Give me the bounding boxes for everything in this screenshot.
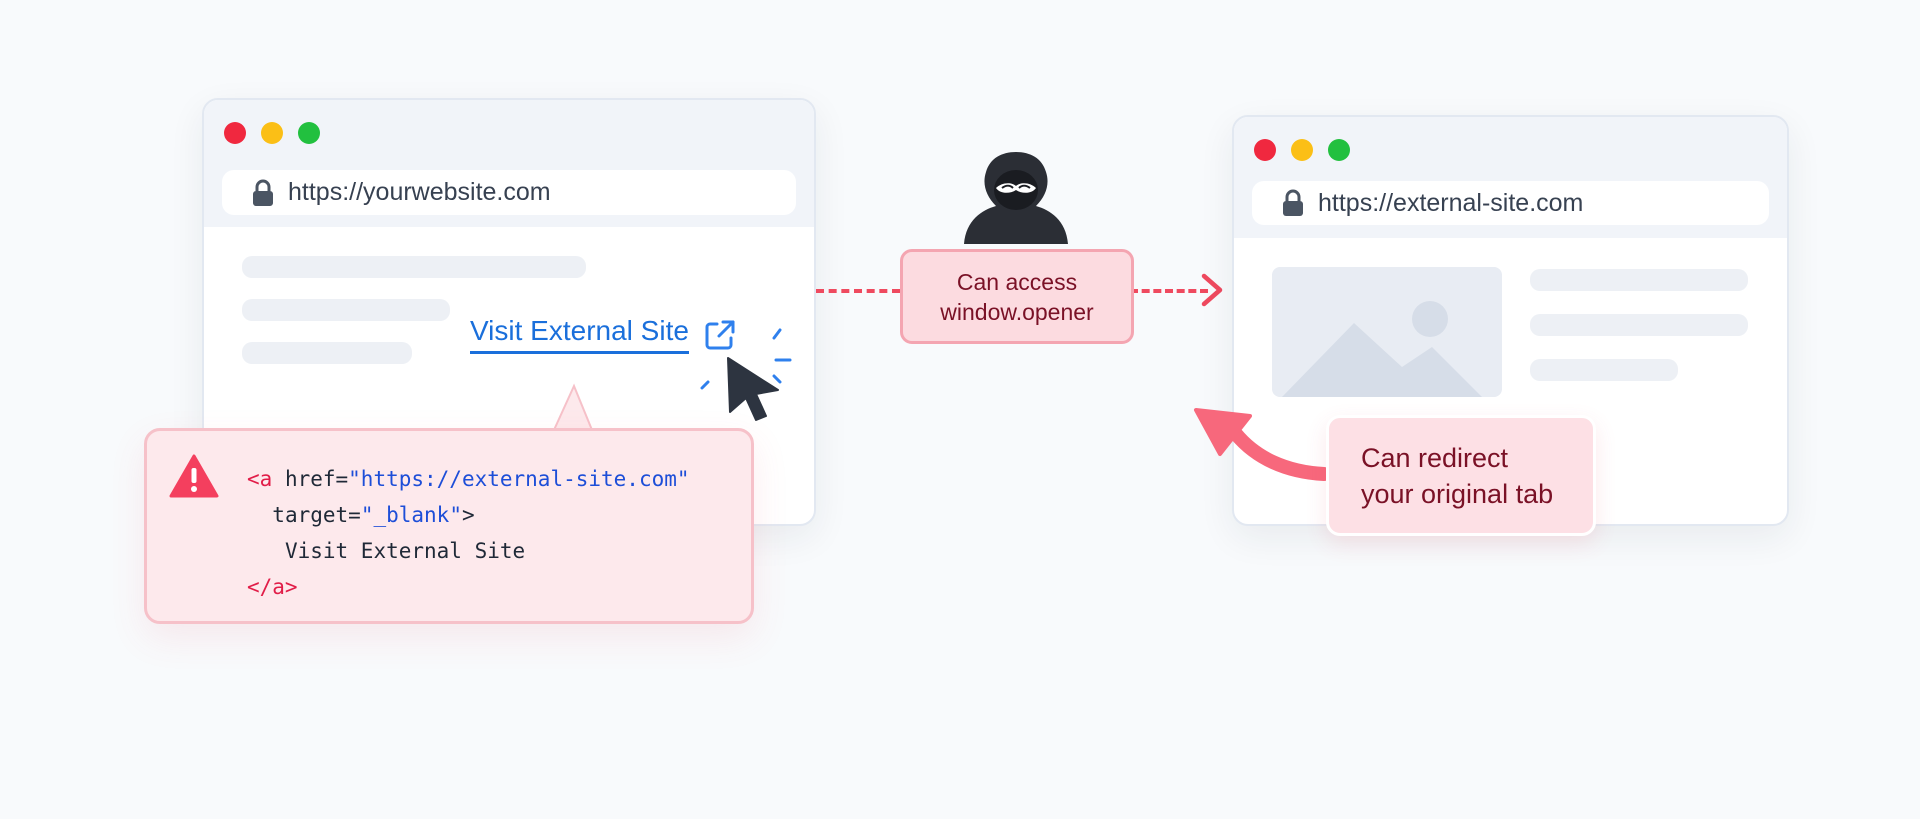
external-url: https://external-site.com	[1318, 188, 1584, 217]
lock-icon	[1283, 189, 1303, 216]
image-placeholder-icon	[1282, 301, 1482, 397]
code-target-value: "_blank"	[360, 503, 462, 527]
origin-url: https://yourwebsite.com	[288, 178, 551, 206]
visit-external-site-link[interactable]: Visit External Site	[470, 313, 737, 357]
visit-external-site-link-text[interactable]: Visit External Site	[470, 316, 689, 354]
minimize-dot[interactable]	[261, 122, 283, 144]
lock-icon	[253, 179, 273, 206]
window-opener-label: Can access window.opener	[900, 249, 1134, 344]
window-opener-label-line2: window.opener	[940, 298, 1094, 325]
redirect-label-line1: Can redirect	[1361, 442, 1509, 473]
origin-address-bar[interactable]: https://yourwebsite.com	[222, 170, 796, 215]
redirect-label-line2: your original tab	[1361, 478, 1554, 509]
close-dot[interactable]	[224, 122, 246, 144]
content-placeholder-line	[1530, 314, 1748, 336]
warning-icon	[169, 454, 219, 498]
origin-browser-titlebar: https://yourwebsite.com	[204, 100, 814, 227]
origin-browser-window: https://yourwebsite.com	[202, 98, 816, 526]
content-placeholder-line	[1530, 359, 1678, 381]
code-close-tag: </a>	[247, 575, 298, 599]
code-href-attr: href=	[272, 467, 349, 491]
content-placeholder-line	[1530, 269, 1748, 291]
redirect-arrow-icon	[1194, 408, 1331, 481]
code-snippet-callout: <a href="https://external-site.com" targ…	[144, 428, 754, 624]
flow-line-left	[816, 289, 900, 293]
hacker-icon	[964, 152, 1068, 244]
close-dot[interactable]	[1254, 139, 1276, 161]
code-target-close: >	[461, 503, 475, 527]
redirect-label: Can redirect your original tab	[1326, 415, 1596, 536]
window-opener-label-line1: Can access	[956, 268, 1078, 295]
code-target-attr: target=	[272, 503, 361, 527]
code-snippet: <a href="https://external-site.com" targ…	[247, 461, 690, 605]
code-open-tag: <a	[247, 467, 273, 491]
callout-pointer	[552, 383, 594, 431]
cursor-pointer-icon	[700, 328, 792, 421]
content-placeholder-line	[242, 256, 586, 278]
external-browser-titlebar: https://external-site.com	[1234, 117, 1787, 238]
external-link-icon[interactable]	[703, 318, 737, 352]
arrow-head-icon	[1201, 273, 1223, 307]
content-placeholder-line	[242, 299, 450, 321]
maximize-dot[interactable]	[1328, 139, 1350, 161]
code-content: Visit External Site	[284, 539, 526, 563]
code-href-value: "https://external-site.com"	[348, 467, 690, 491]
flow-line-right	[1130, 289, 1208, 293]
minimize-dot[interactable]	[1291, 139, 1313, 161]
external-address-bar[interactable]: https://external-site.com	[1252, 181, 1769, 225]
content-placeholder-line	[242, 342, 412, 364]
image-placeholder	[1272, 267, 1502, 397]
maximize-dot[interactable]	[298, 122, 320, 144]
